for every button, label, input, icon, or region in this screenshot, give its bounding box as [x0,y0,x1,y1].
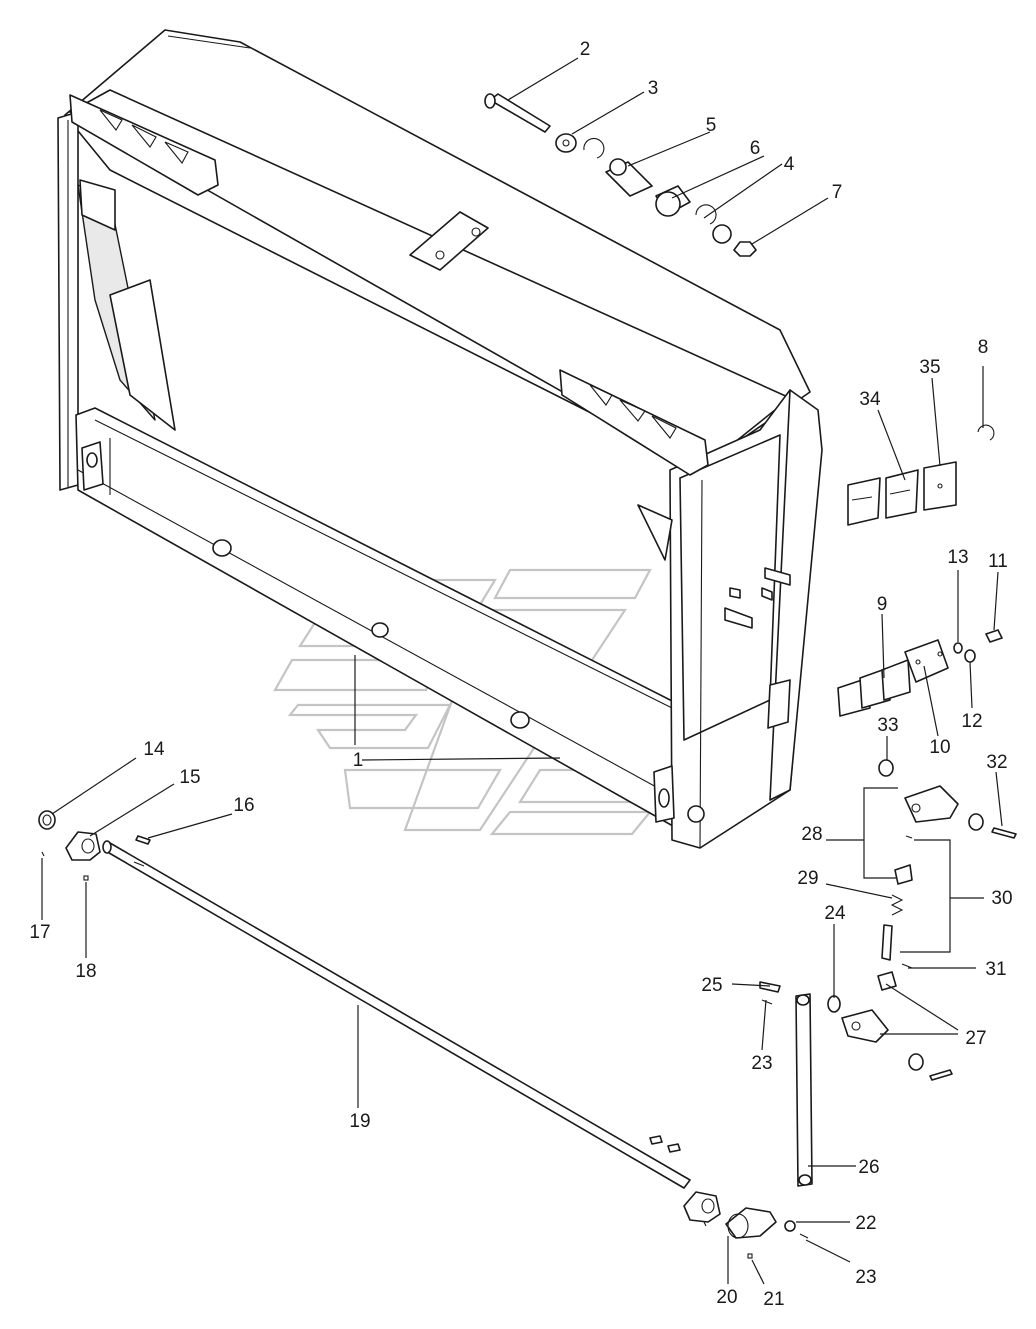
callout-21: 21 [763,1289,784,1310]
callout-34: 34 [859,389,881,410]
callout-26: 26 [858,1157,879,1178]
callout-4: 4 [784,154,795,175]
callout-23-lower: 23 [855,1267,876,1288]
callout-9: 9 [877,594,888,615]
callout-3: 3 [648,78,659,99]
mounting-frame [57,29,823,849]
callout-11: 11 [988,551,1008,572]
callout-labels: 1 2 3 4 5 6 7 8 9 10 11 12 13 14 15 16 1… [29,39,1012,1310]
callout-29: 29 [797,868,818,889]
callout-27: 27 [965,1028,986,1049]
leader-lines [41,57,1003,1285]
callout-30: 30 [991,888,1012,909]
callout-2: 2 [580,39,591,60]
callout-32: 32 [986,752,1007,773]
callout-17: 17 [29,922,50,943]
callout-13: 13 [947,547,968,568]
callout-35: 35 [919,357,940,378]
callout-6: 6 [750,138,761,159]
callout-18: 18 [75,961,96,982]
callout-1: 1 [353,750,364,771]
callout-33: 33 [877,715,898,736]
callout-10: 10 [929,737,950,758]
callout-7: 7 [832,182,843,203]
callout-8: 8 [978,337,989,358]
shims-and-plates [837,424,1003,717]
callout-23-upper: 23 [751,1053,772,1074]
callout-20: 20 [716,1287,737,1308]
pivot-hardware [484,93,757,257]
callout-22: 22 [855,1213,876,1234]
callout-19: 19 [349,1111,370,1132]
callout-14: 14 [143,739,165,760]
latch-assembly [759,759,1017,1081]
shaft-assembly [38,810,809,1259]
link-bar [795,993,813,1187]
callout-15: 15 [179,767,200,788]
callout-28: 28 [801,824,822,845]
callout-12: 12 [961,711,982,732]
callout-24: 24 [824,903,846,924]
callout-31: 31 [985,959,1006,980]
callout-16: 16 [233,795,254,816]
callout-25: 25 [701,975,722,996]
callout-5: 5 [706,115,717,136]
